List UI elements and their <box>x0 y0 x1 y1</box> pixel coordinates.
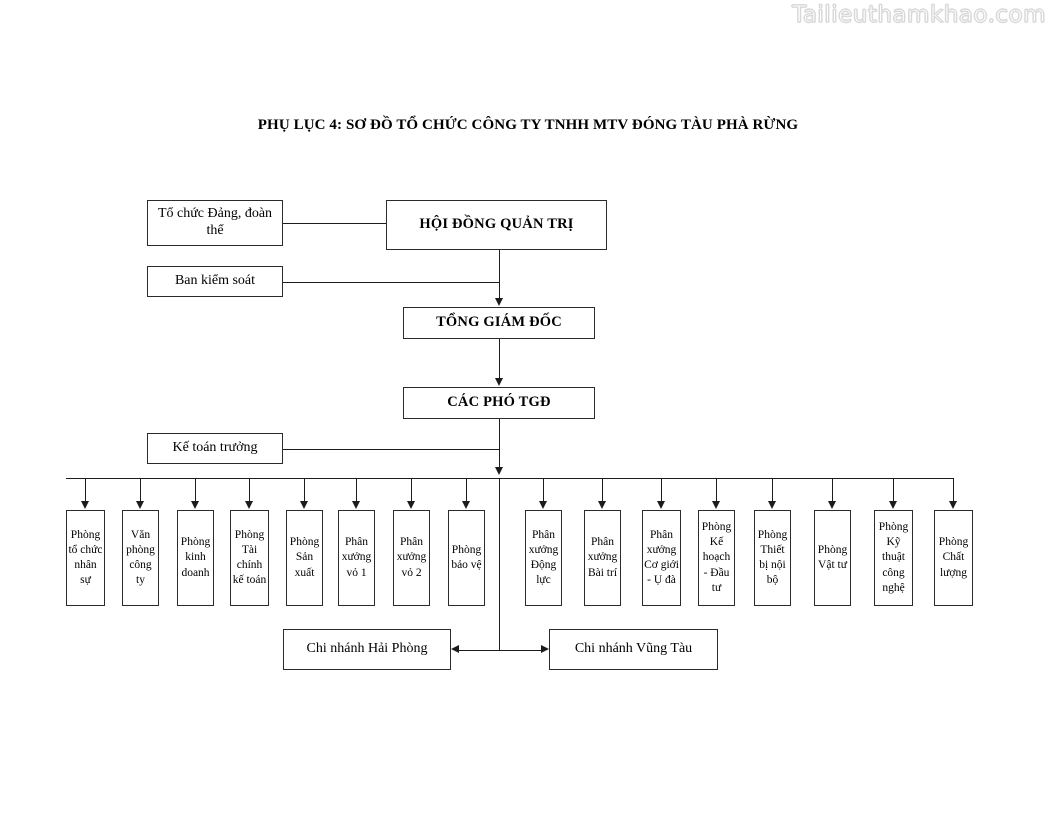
department-stem <box>893 478 895 501</box>
department-stem <box>304 478 306 501</box>
department-stem <box>661 478 663 501</box>
department-stem <box>85 478 87 501</box>
department-box[interactable]: Văn phòng công ty <box>122 510 159 606</box>
arrow-to-department-icon <box>657 501 665 509</box>
arrow-to-department-icon <box>81 501 89 509</box>
edge-tgd-to-phototgd <box>499 339 501 379</box>
department-stem <box>716 478 718 501</box>
arrow-to-vung-tau-icon <box>541 645 549 653</box>
department-box[interactable]: Phân xưởng Cơ giới - Ụ đà <box>642 510 681 606</box>
arrow-to-department-icon <box>352 501 360 509</box>
arrow-to-department-icon <box>768 501 776 509</box>
arrow-to-department-icon <box>598 501 606 509</box>
edge-dang-to-hdqt <box>283 223 386 224</box>
department-box[interactable]: Phòng Thiết bị nội bộ <box>754 510 791 606</box>
node-cac-pho-tgd[interactable]: CÁC PHÓ TGĐ <box>403 387 595 419</box>
node-ke-toan-truong[interactable]: Kế toán trưởng <box>147 433 283 464</box>
department-stem <box>411 478 413 501</box>
department-stem <box>832 478 834 501</box>
arrow-to-department-icon <box>300 501 308 509</box>
department-stem <box>953 478 955 501</box>
arrow-hdqt-to-tgd-icon <box>494 298 503 306</box>
arrow-to-department-icon <box>539 501 547 509</box>
department-box[interactable]: Phân xưởng Động lực <box>525 510 562 606</box>
department-stem <box>195 478 197 501</box>
arrow-to-department-icon <box>245 501 253 509</box>
edge-trunk-to-branches <box>499 478 501 650</box>
department-stem <box>543 478 545 501</box>
department-box[interactable]: Phòng Sản xuất <box>286 510 323 606</box>
arrow-to-department-icon <box>191 501 199 509</box>
department-box[interactable]: Phòng Vật tư <box>814 510 851 606</box>
arrow-to-department-icon <box>136 501 144 509</box>
department-box[interactable]: Phòng kinh doanh <box>177 510 214 606</box>
department-stem <box>466 478 468 501</box>
arrow-to-department-icon <box>889 501 897 509</box>
arrow-phototgd-to-bus-icon <box>494 467 503 475</box>
arrow-tgd-to-phototgd-icon <box>494 378 503 386</box>
department-stem <box>249 478 251 501</box>
node-chi-nhanh-vung-tau[interactable]: Chi nhánh Vũng Tàu <box>549 629 718 670</box>
arrow-to-hai-phong-icon <box>451 645 459 653</box>
node-ban-kiem-soat[interactable]: Ban kiểm soát <box>147 266 283 297</box>
arrow-to-department-icon <box>712 501 720 509</box>
department-box[interactable]: Phòng tổ chức nhân sự <box>66 510 105 606</box>
department-box[interactable]: Phân xưởng vỏ 1 <box>338 510 375 606</box>
edge-hdqt-to-tgd <box>499 250 501 299</box>
page-title: PHỤ LỤC 4: SƠ ĐỒ TỔ CHỨC CÔNG TY TNHH MT… <box>257 117 799 133</box>
edge-trunk-to-vung-tau <box>499 649 545 651</box>
arrow-to-department-icon <box>407 501 415 509</box>
node-hoi-dong-quan-tri[interactable]: HỘI ĐỒNG QUẢN TRỊ <box>386 200 607 250</box>
node-tong-giam-doc[interactable]: TỔNG GIÁM ĐỐC <box>403 307 595 339</box>
department-stem <box>602 478 604 501</box>
edge-ktt-to-trunk <box>283 449 500 450</box>
department-box[interactable]: Phòng Kế hoạch - Đầu tư <box>698 510 735 606</box>
edge-trunk-to-hai-phong <box>455 649 500 651</box>
arrow-to-department-icon <box>949 501 957 509</box>
department-box[interactable]: Phòng Chất lượng <box>934 510 973 606</box>
department-box[interactable]: Phân xưởng vỏ 2 <box>393 510 430 606</box>
watermark-text: Tailieuthamkhao.com <box>792 2 1046 29</box>
department-stem <box>140 478 142 501</box>
arrow-to-department-icon <box>462 501 470 509</box>
department-box[interactable]: Phân xưởng Bài trí <box>584 510 621 606</box>
edge-bks-to-trunk <box>283 282 500 283</box>
department-stem <box>356 478 358 501</box>
department-box[interactable]: Phòng Tài chính kế toán <box>230 510 269 606</box>
node-chi-nhanh-hai-phong[interactable]: Chi nhánh Hải Phòng <box>283 629 451 670</box>
department-box[interactable]: Phòng bảo vệ <box>448 510 485 606</box>
department-distribution-bus <box>66 478 953 479</box>
arrow-to-department-icon <box>828 501 836 509</box>
department-box[interactable]: Phòng Kỹ thuật công nghệ <box>874 510 913 606</box>
node-to-chuc-dang[interactable]: Tổ chức Đảng, đoàn thể <box>147 200 283 246</box>
edge-phototgd-to-bus <box>499 419 501 469</box>
department-stem <box>772 478 774 501</box>
